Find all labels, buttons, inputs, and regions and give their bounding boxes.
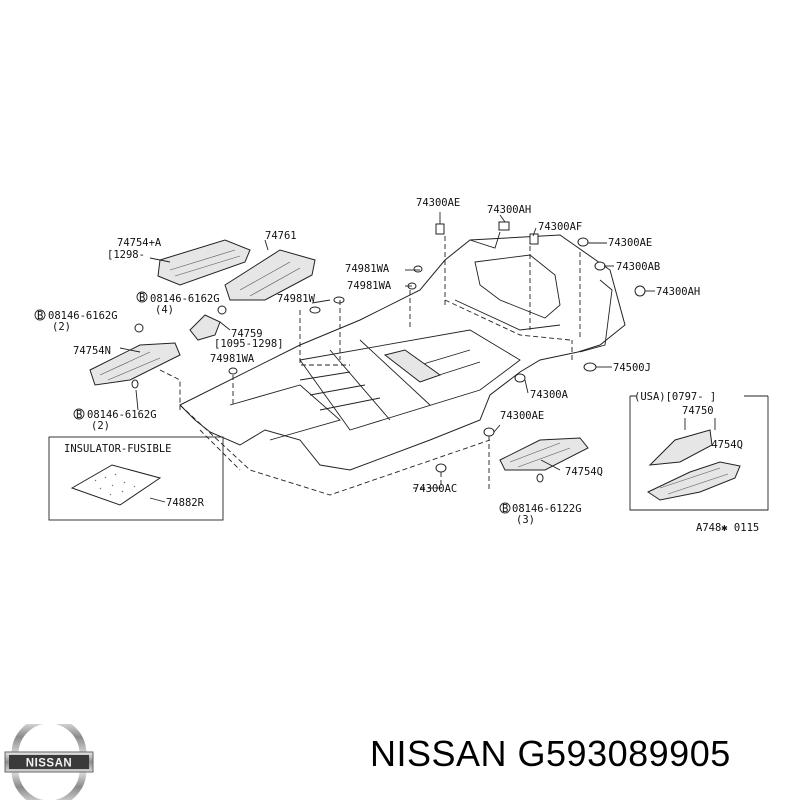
figure-code: A748✱ 0115	[696, 522, 759, 534]
svg-text:B: B	[37, 310, 43, 322]
label-bolt-left: 08146-6162G	[48, 310, 118, 322]
label-74981WA-3: 74981WA	[210, 353, 255, 365]
label-bolt-mid-qty: (4)	[155, 304, 174, 316]
label-bolt-bottom-qty: (3)	[516, 514, 535, 526]
insulator-box-title: INSULATOR-FUSIBLE	[64, 443, 171, 455]
label-bolt-left-bottom: 08146-6162G	[87, 409, 157, 421]
usa-box-part-a: 74750	[682, 405, 714, 417]
svg-text:B: B	[76, 409, 82, 421]
label-74300AF: 74300AF	[538, 221, 582, 233]
insulator-box-part: 74882R	[166, 497, 205, 509]
insulator-74759	[189, 314, 221, 341]
label-bolt-left-qty: (2)	[52, 321, 71, 333]
bolt-symbol-mid: B	[136, 291, 148, 304]
label-74759: 74759	[231, 328, 263, 340]
insulator-74754Q	[499, 437, 589, 471]
floor-pan	[179, 231, 626, 496]
label-74981W: 74981W	[277, 293, 316, 305]
label-74300AB: 74300AB	[616, 261, 660, 273]
leader-lines	[119, 212, 655, 490]
brand-caption: NISSAN G593089905	[370, 733, 731, 774]
svg-text:B: B	[502, 503, 508, 515]
label-74761: 74761	[265, 230, 297, 242]
label-bolt-bottom: 08146-6122G	[512, 503, 582, 515]
label-74754N: 74754N	[73, 345, 111, 357]
label-bolt-mid: 08146-6162G	[150, 293, 220, 305]
label-74754A: 74754+A	[117, 237, 162, 249]
nissan-logo: NISSAN	[4, 724, 94, 800]
label-74754Q-main: 74754Q	[565, 466, 603, 478]
insulator-fusible-box: INSULATOR-FUSIBLE 74882R	[48, 436, 224, 521]
bolt-symbol-left: B	[34, 309, 46, 322]
label-74300AH-top: 74300AH	[487, 204, 531, 216]
svg-text:B: B	[139, 292, 145, 304]
insulator-74761	[224, 249, 316, 301]
label-74981WA-1: 74981WA	[345, 263, 390, 275]
insulator-74754A	[157, 239, 251, 286]
label-74300AE-right: 74300AE	[608, 237, 652, 249]
label-74300AE-top: 74300AE	[416, 197, 460, 209]
svg-text:NISSAN: NISSAN	[26, 758, 72, 770]
usa-box-part-b: 74754Q	[705, 439, 743, 451]
bolt-symbol-left-bottom: B	[73, 408, 85, 421]
label-74300AE-mid: 74300AE	[500, 410, 544, 422]
floor-clips	[131, 221, 646, 483]
label-74981WA-2: 74981WA	[347, 280, 392, 292]
label-74300AH-right: 74300AH	[656, 286, 700, 298]
label-bolt-left-bottom-qty: (2)	[91, 420, 110, 432]
label-74500J: 74500J	[613, 362, 651, 374]
bolt-symbol-bottom: B	[499, 502, 511, 515]
insulator-74754N	[89, 342, 181, 386]
usa-inset-box: (USA)[0797- ] 74750 74754Q	[629, 391, 769, 511]
label-74759-range: [1095-1298]	[214, 338, 284, 350]
label-74754A-range: [1298-	[107, 249, 145, 261]
label-74300AC: 74300AC	[413, 483, 457, 495]
label-74300A: 74300A	[530, 389, 569, 401]
usa-box-header: (USA)[0797- ]	[634, 391, 716, 403]
